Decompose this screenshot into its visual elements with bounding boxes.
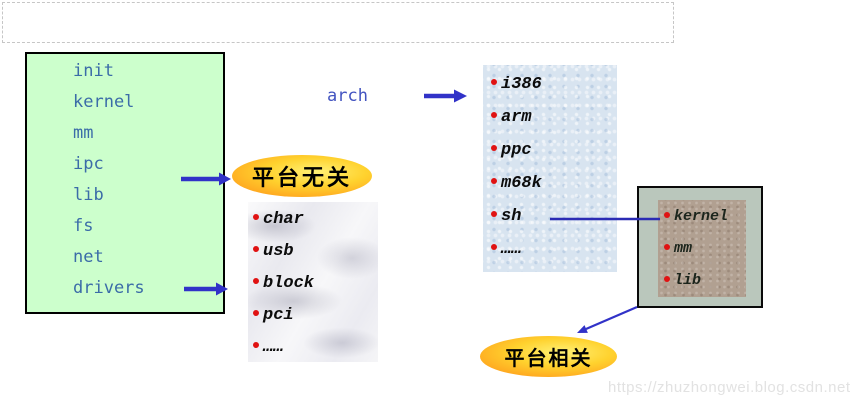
dir-item: drivers (73, 278, 145, 298)
arch-sh-subdirs-box: kernel mm lib (658, 200, 746, 297)
subdir-item: lib (664, 265, 746, 297)
dir-item: init (73, 61, 114, 81)
dir-item: lib (73, 185, 104, 205)
dir-item: net (73, 247, 104, 267)
arch-sh-subdirs-outer-box: kernel mm lib (637, 186, 763, 308)
bullet-icon (253, 342, 259, 349)
bullet-icon (253, 214, 259, 221)
kernel-top-dirs-box: init kernel mm ipc lib fs net drivers (25, 52, 225, 314)
bullet-icon (253, 246, 259, 253)
platform-dependent-ellipse: 平台相关 (480, 336, 617, 377)
bullet-icon (491, 79, 497, 86)
bullet-icon (253, 278, 259, 285)
arch-label: arch (327, 86, 368, 106)
arch-subdirs-box: i386 arm ppc m68k sh …… (483, 65, 617, 272)
watermark: https://zhuzhongwei.blog.csdn.net (608, 379, 851, 396)
bullet-icon (664, 243, 670, 250)
dir-item: mm (73, 123, 94, 143)
driver-item: block (253, 268, 378, 300)
driver-item: char (253, 204, 378, 236)
subdir-item: mm (664, 233, 746, 265)
dir-item: fs (73, 216, 94, 236)
arch-item: m68k (491, 167, 617, 200)
dir-item: ipc (73, 154, 104, 174)
driver-item: …… (253, 332, 378, 364)
drivers-subdirs-box: char usb block pci …… (248, 202, 378, 362)
arrow-subdirs-to-platform-dependent (577, 305, 638, 333)
arch-item: sh (491, 200, 617, 233)
bullet-icon (491, 145, 497, 152)
title-placeholder-box (2, 2, 674, 43)
bullet-icon (664, 211, 670, 218)
bullet-icon (664, 275, 670, 282)
arch-item: i386 (491, 68, 617, 101)
bullet-icon (491, 112, 497, 119)
driver-item: usb (253, 236, 378, 268)
platform-independent-ellipse: 平台无关 (232, 155, 372, 197)
bullet-icon (491, 244, 497, 251)
subdir-item: kernel (664, 201, 746, 233)
arch-item: …… (491, 233, 617, 266)
bullet-icon (491, 211, 497, 218)
driver-item: pci (253, 300, 378, 332)
arrow-arch-to-arch-list (424, 89, 467, 103)
platform-independent-label: 平台无关 (251, 166, 352, 191)
bullet-icon (253, 310, 259, 317)
dir-item: kernel (73, 92, 135, 112)
arch-item: arm (491, 101, 617, 134)
platform-dependent-label: 平台相关 (504, 346, 593, 370)
bullet-icon (491, 178, 497, 185)
arch-item: ppc (491, 134, 617, 167)
